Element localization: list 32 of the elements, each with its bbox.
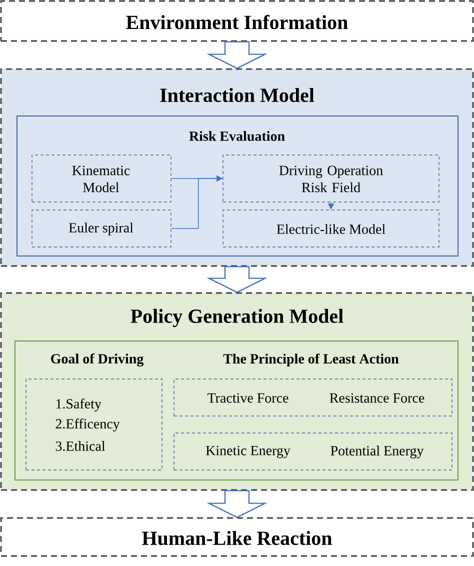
box-label: Potential Energy	[330, 446, 424, 458]
heading: Goal of Driving	[51, 354, 144, 366]
process-box	[26, 378, 162, 470]
group-box	[14, 340, 458, 480]
box-label: Driving Operation Risk Field	[279, 166, 383, 192]
box-label: Kinematic Model	[72, 166, 130, 192]
stage-box	[0, 0, 474, 42]
block-arrow	[206, 266, 268, 293]
process-box	[222, 154, 440, 202]
list-item: 3.Ethical	[56, 441, 106, 451]
process-box	[174, 378, 452, 416]
heading: Interaction Model	[160, 88, 314, 102]
list-item: 1.Safety	[56, 398, 102, 412]
heading: The Principle of Least Action	[223, 354, 399, 366]
block-arrow	[206, 490, 268, 518]
group-box	[16, 116, 458, 256]
heading: Policy Generation Model	[130, 308, 344, 328]
box-label: Tractive Force	[207, 393, 288, 403]
process-box	[222, 210, 440, 248]
stage-box	[0, 517, 474, 557]
process-box	[174, 432, 452, 470]
box-label: Electric-like Model	[276, 224, 386, 234]
block-arrow	[206, 41, 268, 69]
box-label: Euler spiral	[68, 222, 134, 236]
heading: Human-Like Reaction	[142, 530, 332, 546]
heading: Risk Evaluation	[189, 131, 285, 141]
process-box	[32, 154, 172, 202]
heading: Environment Information	[126, 14, 348, 30]
process-box	[32, 210, 172, 248]
box-label: Kinetic Energy	[206, 446, 290, 458]
list-item: 2.Efficency	[56, 418, 120, 432]
box-label: Resistance Force	[330, 393, 424, 403]
